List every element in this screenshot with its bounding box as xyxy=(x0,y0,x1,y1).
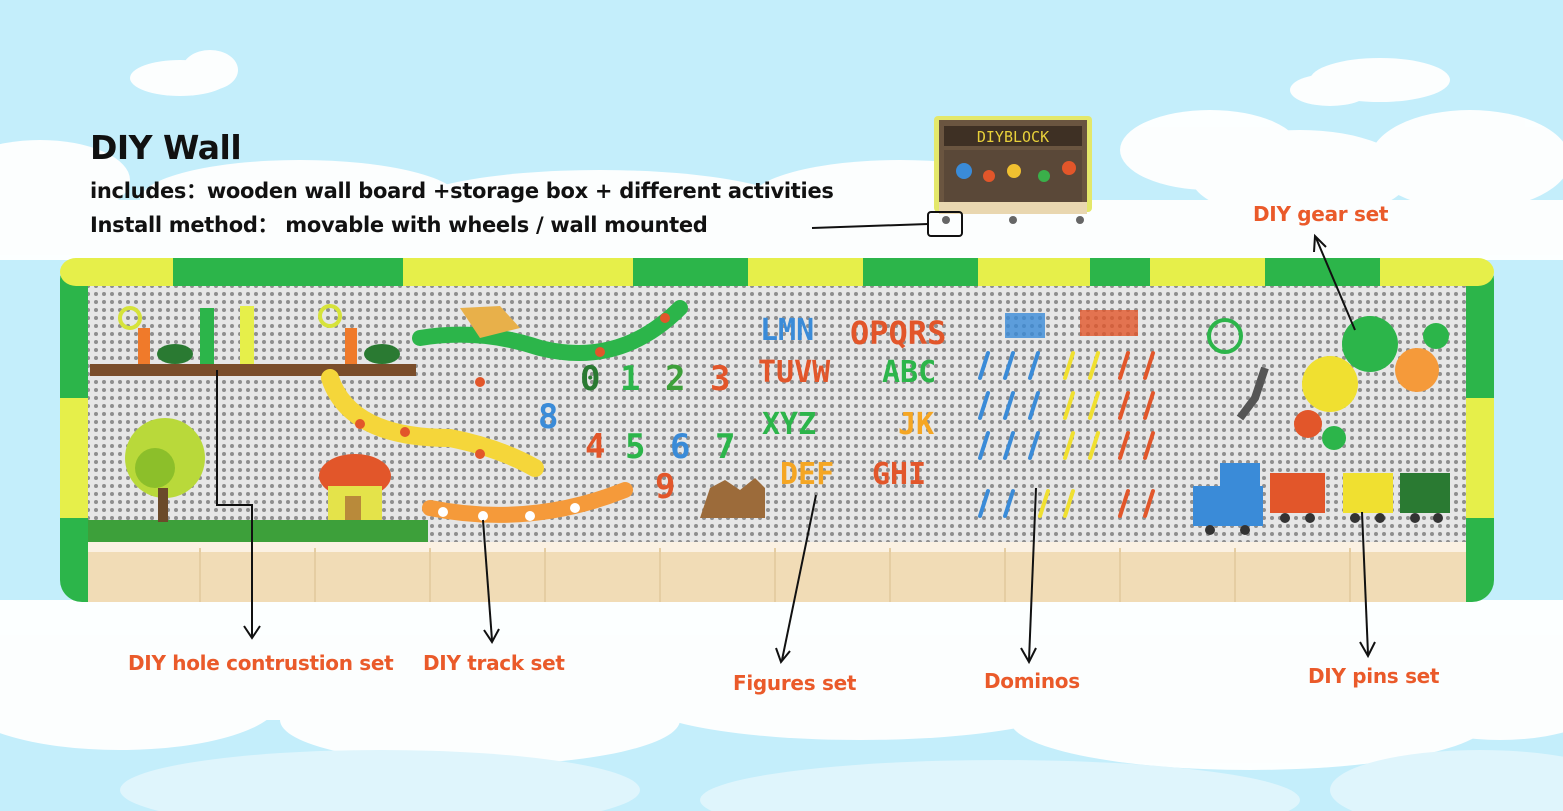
letters-tuvw: TUVW xyxy=(758,355,831,390)
number-0: 0 xyxy=(580,359,600,399)
letters-opqrs: OPQRS xyxy=(850,314,946,352)
install-method-text: Install method： movable with wheels / wa… xyxy=(90,213,708,237)
includes-text: includes：wooden wall board +storage box … xyxy=(90,179,834,203)
letters-abc: ABC xyxy=(882,355,936,390)
diy-wall-board: LMN OPQRS TUVW ABC XYZ JK DEF GHI 0 1 2 … xyxy=(60,258,1494,602)
letters-jk: JK xyxy=(898,407,934,442)
letters-def: DEF xyxy=(780,457,834,492)
page-title: DIY Wall xyxy=(90,128,242,167)
figures-set-label: Figures set xyxy=(733,671,857,695)
number-2: 2 xyxy=(665,359,685,399)
number-3: 3 xyxy=(710,359,730,399)
number-4: 4 xyxy=(585,427,605,467)
dominos-label: Dominos xyxy=(984,669,1080,693)
wall-thumbnail-image: DIYBLOCK xyxy=(934,116,1092,224)
letters-xyz: XYZ xyxy=(762,407,816,442)
hole-construction-label: DIY hole contrustion set xyxy=(128,651,394,675)
letters-ghi: GHI xyxy=(872,457,926,492)
pins-set-label: DIY pins set xyxy=(1308,664,1440,688)
number-1: 1 xyxy=(620,359,640,399)
thumbnail-sign: DIYBLOCK xyxy=(977,128,1049,146)
track-set-label: DIY track set xyxy=(423,651,565,675)
number-8: 8 xyxy=(538,397,558,437)
number-6: 6 xyxy=(670,427,690,467)
gear-set-label: DIY gear set xyxy=(1253,202,1389,226)
number-5: 5 xyxy=(625,427,645,467)
number-7: 7 xyxy=(715,427,735,467)
letters-lmn: LMN xyxy=(760,313,814,348)
number-9: 9 xyxy=(655,467,675,507)
